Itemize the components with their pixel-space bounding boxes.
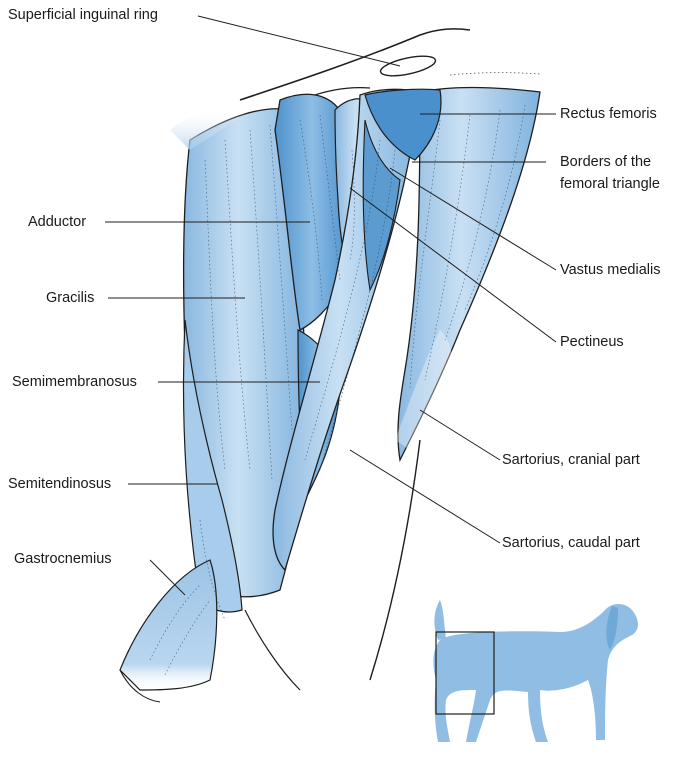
label-adductor: Adductor [28,213,86,231]
label-semitendinosus: Semitendinosus [8,475,111,493]
label-rectus-femoris: Rectus femoris [560,105,657,123]
label-gastrocnemius: Gastrocnemius [14,550,112,568]
gastrocnemius-muscle [120,560,217,690]
label-borders-line2: femoral triangle [560,175,660,193]
label-vastus-medialis: Vastus medialis [560,261,660,279]
label-pectineus: Pectineus [560,333,624,351]
superficial-inguinal-ring-shape [379,52,437,79]
limb-outline [370,440,420,680]
label-superficial-inguinal-ring: Superficial inguinal ring [8,6,158,24]
label-sartorius-caudal-part: Sartorius, caudal part [502,534,640,552]
label-gracilis: Gracilis [46,289,94,307]
label-semimembranosus: Semimembranosus [12,373,137,391]
dog-silhouette-icon [433,600,638,742]
label-borders-line1: Borders of the [560,153,651,171]
label-sartorius-cranial-part: Sartorius, cranial part [502,451,640,469]
